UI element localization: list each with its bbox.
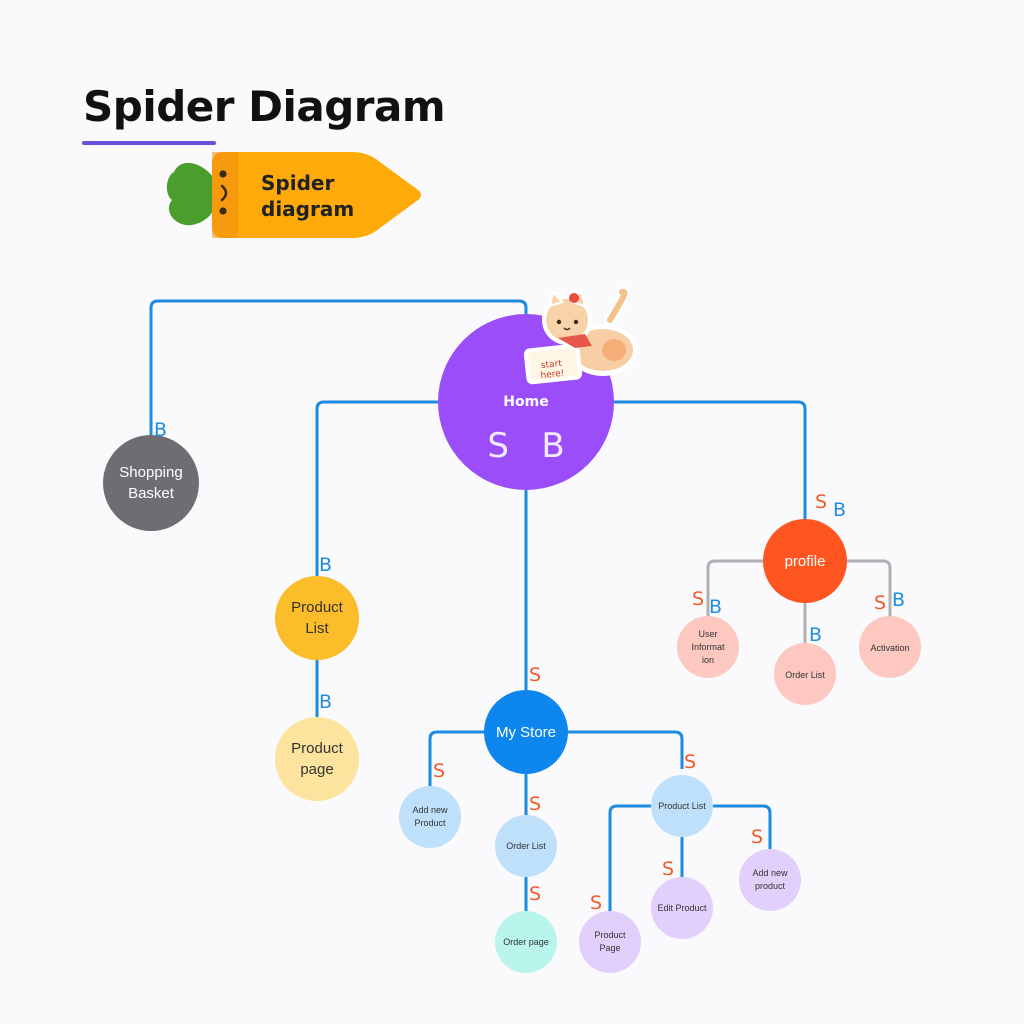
connector-lines <box>149 299 807 913</box>
link-profile-user <box>706 559 763 617</box>
mark-b-product-list: B <box>319 554 333 576</box>
tag-eye-icon <box>219 207 227 215</box>
title-underline <box>82 141 216 145</box>
link-home-product-list <box>315 400 441 578</box>
mark-s-edit-product: S <box>662 858 675 880</box>
mark-s-store-product-page: S <box>590 892 603 914</box>
tag-label-line2: diagram <box>261 197 355 221</box>
mark-s-profile: S <box>815 491 828 513</box>
diagram-nodes <box>103 314 921 973</box>
link-home-shopping <box>149 299 528 442</box>
mark-s-add-new-product: S <box>433 760 446 782</box>
cat-head <box>546 299 588 341</box>
node-edit-product-circle[interactable] <box>651 877 713 939</box>
node-order-page-circle[interactable] <box>495 911 557 973</box>
tag-label: Spider diagram <box>261 170 354 222</box>
link-home-profile <box>612 400 807 521</box>
mark-s-order-page: S <box>529 883 542 905</box>
tag-leaf-icon <box>166 162 214 226</box>
link-profile-activation <box>847 559 892 617</box>
cat-eye-icon <box>556 319 562 325</box>
node-order-list-circle[interactable] <box>495 815 557 877</box>
link-productlist-addnew <box>713 804 772 850</box>
cat-ear-icon <box>548 289 564 308</box>
spider-diagram-tag <box>166 152 421 238</box>
profile-connector-lines <box>706 559 892 644</box>
strawberry-icon <box>569 293 579 303</box>
node-user-information-circle[interactable] <box>677 616 739 678</box>
mark-b-profile: B <box>833 499 847 521</box>
node-store-product-page-circle[interactable] <box>579 911 641 973</box>
tag-label-line1: Spider <box>261 171 335 195</box>
mark-s-user-information: S <box>692 588 705 610</box>
tag-body <box>212 152 421 238</box>
page-title: Spider Diagram <box>83 82 446 131</box>
tag-mouth-icon <box>220 184 228 202</box>
cat-sticker <box>523 286 638 385</box>
node-activation-circle[interactable] <box>859 616 921 678</box>
mark-b-shopping: B <box>154 419 168 441</box>
link-mystore-add <box>428 730 487 790</box>
node-store-product-list-circle[interactable] <box>651 775 713 837</box>
node-store-add-new-product-circle[interactable] <box>739 849 801 911</box>
node-add-new-product-circle[interactable] <box>399 786 461 848</box>
node-profile-order-list-circle[interactable] <box>774 643 836 705</box>
mark-b-activation: B <box>892 589 906 611</box>
mark-s-activation: S <box>874 592 887 614</box>
link-productlist-productpage <box>608 804 651 913</box>
node-profile-circle[interactable] <box>763 519 847 603</box>
node-product-list-circle[interactable] <box>275 576 359 660</box>
node-my-store-circle[interactable] <box>484 690 568 774</box>
mark-s-store-product-list: S <box>684 751 697 773</box>
mark-s-order-list: S <box>529 793 542 815</box>
link-mystore-productlist <box>568 730 684 769</box>
mark-s-store-add-new-product: S <box>751 826 764 848</box>
cat-eye-icon <box>573 319 579 325</box>
mark-b-user-information: B <box>709 596 723 618</box>
cat-scarf-icon <box>558 334 592 348</box>
mark-b-product-page: B <box>319 691 333 713</box>
node-shopping-basket-circle[interactable] <box>103 435 199 531</box>
mark-s-my-store: S <box>529 664 542 686</box>
tag-eye-icon <box>219 170 227 178</box>
mark-b-profile-order-list: B <box>809 624 823 646</box>
node-product-page-circle[interactable] <box>275 717 359 801</box>
